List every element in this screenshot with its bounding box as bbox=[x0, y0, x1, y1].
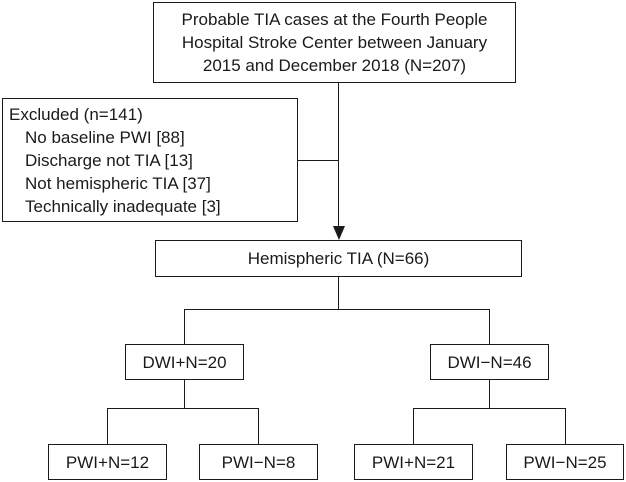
top-box-line-2: Hospital Stroke Center between January bbox=[181, 33, 488, 52]
connector-dwi-neg-down bbox=[489, 380, 491, 409]
connector-to-dwi-pos bbox=[184, 309, 186, 345]
top-box-line-3: 2015 and December 2018 (N=207) bbox=[202, 56, 467, 75]
excluded-box: Excluded (n=141) No baseline PWI [88] Di… bbox=[2, 98, 298, 222]
excluded-item-technically-inadequate: Technically inadequate [3] bbox=[25, 197, 221, 216]
connector-dwi-split bbox=[184, 309, 490, 311]
top-box-line-1: Probable TIA cases at the Fourth People bbox=[181, 10, 488, 29]
leaf-label: PWI+N=21 bbox=[371, 452, 456, 472]
connector-to-leaf-2 bbox=[258, 408, 260, 445]
connector-top-to-hemispheric bbox=[338, 83, 340, 213]
leaf-label: PWI−N=25 bbox=[523, 452, 607, 472]
connector-to-leaf-4 bbox=[565, 408, 567, 445]
leaf-pwi-neg-under-dwi-neg: PWI−N=25 bbox=[506, 444, 624, 480]
connector-dwi-neg-split bbox=[413, 408, 566, 410]
connector-to-leaf-3 bbox=[413, 408, 415, 445]
connector-hemispheric-down bbox=[338, 277, 340, 310]
arrow-to-hemispheric bbox=[333, 226, 345, 240]
connector-dwi-pos-split bbox=[107, 408, 259, 410]
hemispheric-tia-box: Hemispheric TIA (N=66) bbox=[155, 240, 522, 277]
hemispheric-tia-label: Hemispheric TIA (N=66) bbox=[247, 249, 430, 268]
connector-to-leaf-1 bbox=[107, 408, 109, 445]
dwi-positive-label: DWI+N=20 bbox=[142, 352, 227, 372]
leaf-pwi-pos-under-dwi-neg: PWI+N=21 bbox=[354, 444, 473, 480]
leaf-label: PWI+N=12 bbox=[65, 452, 150, 472]
connector-dwi-pos-down bbox=[184, 380, 186, 409]
connector-excluded bbox=[297, 160, 339, 162]
leaf-pwi-pos-under-dwi-pos: PWI+N=12 bbox=[48, 444, 167, 480]
leaf-label: PWI−N=8 bbox=[221, 452, 296, 472]
connector-arrow-stem bbox=[338, 210, 340, 228]
excluded-item-no-baseline-pwi: No baseline PWI [88] bbox=[25, 128, 185, 147]
excluded-item-discharge-not-tia: Discharge not TIA [13] bbox=[25, 151, 193, 170]
leaf-pwi-neg-under-dwi-pos: PWI−N=8 bbox=[199, 444, 318, 480]
top-box-probable-tia: Probable TIA cases at the Fourth People … bbox=[153, 2, 516, 83]
excluded-title: Excluded (n=141) bbox=[9, 105, 143, 124]
dwi-positive-box: DWI+N=20 bbox=[125, 344, 244, 380]
excluded-item-not-hemispheric: Not hemispheric TIA [37] bbox=[25, 174, 211, 193]
connector-to-dwi-neg bbox=[489, 309, 491, 345]
dwi-negative-box: DWI−N=46 bbox=[430, 344, 549, 380]
dwi-negative-label: DWI−N=46 bbox=[447, 352, 532, 372]
